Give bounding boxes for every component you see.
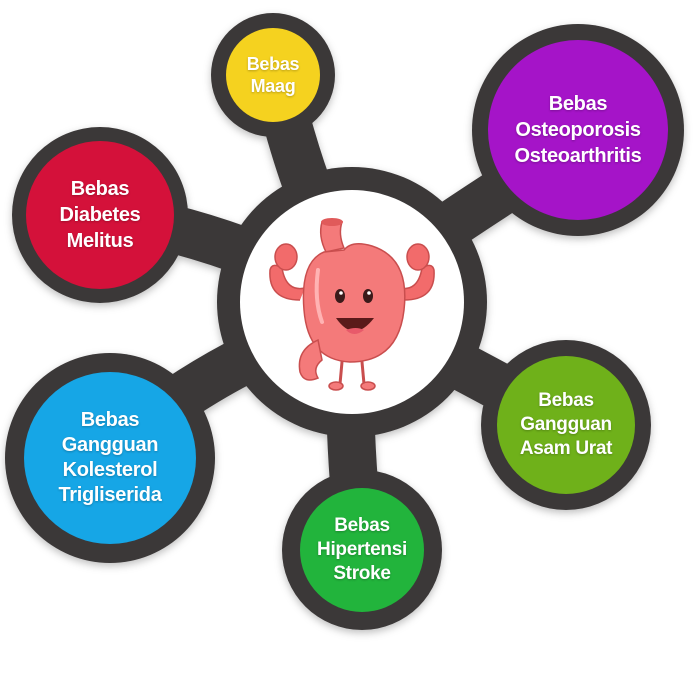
node-label-line: Gangguan (61, 434, 159, 456)
node-label-line: Bebas (548, 93, 608, 115)
node-label-line: Asam Urat (519, 438, 613, 459)
node-label-line: Bebas (246, 54, 300, 74)
node-label-line: Bebas (80, 409, 140, 431)
node-label-line: Bebas (334, 515, 390, 536)
node-label-line: Osteoarthritis (514, 145, 642, 167)
smiling-stomach-flexing-icon (269, 218, 435, 391)
node-label-line: Melitus (66, 230, 134, 252)
node-label-line: Trigliserida (58, 484, 162, 506)
node-label-line: Hipertensi (317, 539, 407, 560)
node-label-line: Diabetes (59, 204, 141, 226)
node-label-line: Osteoporosis (515, 119, 641, 141)
node-label-line: Maag (250, 76, 296, 96)
node-label-line: Kolesterol (62, 459, 158, 481)
node-label-line: Gangguan (520, 414, 612, 435)
node-label-line: Bebas (538, 390, 594, 411)
node-label-line: Bebas (70, 178, 130, 200)
node-label-line: Stroke (333, 563, 391, 584)
